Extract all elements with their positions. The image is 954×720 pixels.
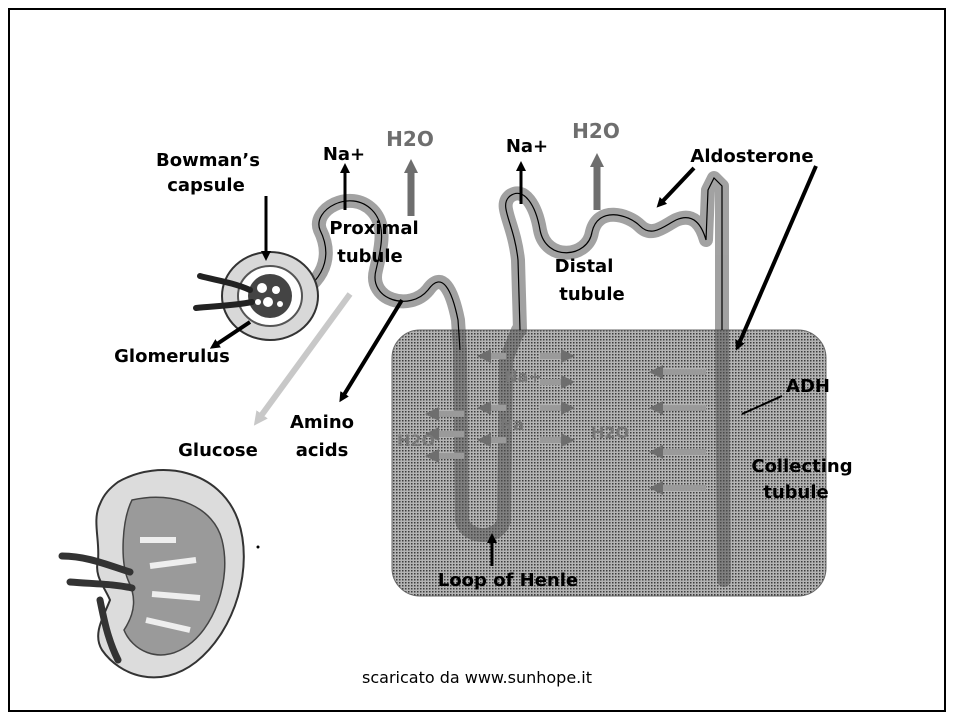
medulla-na-label-2: Na [500, 415, 524, 434]
amino-acids-label-2: acids [296, 440, 349, 461]
distal-tubule-label: Distal [555, 256, 614, 277]
aldosterone-label: Aldosterone [690, 146, 813, 167]
medulla-na-label-1: Na+ [504, 367, 542, 386]
h2o-label-proximal: H2O [386, 127, 434, 151]
glucose-label: Glucose [178, 440, 258, 461]
na-plus-label-distal: Na+ [506, 136, 548, 157]
credit-text: scaricato da www.sunhope.it [0, 668, 954, 687]
bowmans-capsule-label: Bowman’s [156, 150, 260, 171]
collecting-tubule-label: Collecting [751, 456, 852, 477]
amino-acids-label: Amino [290, 412, 354, 433]
proximal-tubule-label: Proximal [329, 218, 418, 239]
bowmans-capsule-label-2: capsule [167, 175, 245, 196]
loop-of-henle-label: Loop of Henle [438, 570, 578, 591]
adh-label: ADH [786, 376, 830, 397]
glomerulus-tuft [248, 274, 292, 318]
stray-dot [257, 546, 260, 549]
medulla-h2o-right-label: H2O [591, 423, 629, 442]
glomerulus-label: Glomerulus [114, 346, 230, 367]
h2o-label-distal: H2O [572, 119, 620, 143]
proximal-tubule-label-2: tubule [337, 246, 403, 267]
collecting-tubule-label-2: tubule [763, 482, 829, 503]
na-plus-label-proximal: Na+ [323, 144, 365, 165]
medulla-h2o-left-label: H2O [397, 431, 435, 450]
distal-tubule-label-2: tubule [559, 284, 625, 305]
kidney-illustration [62, 470, 244, 677]
